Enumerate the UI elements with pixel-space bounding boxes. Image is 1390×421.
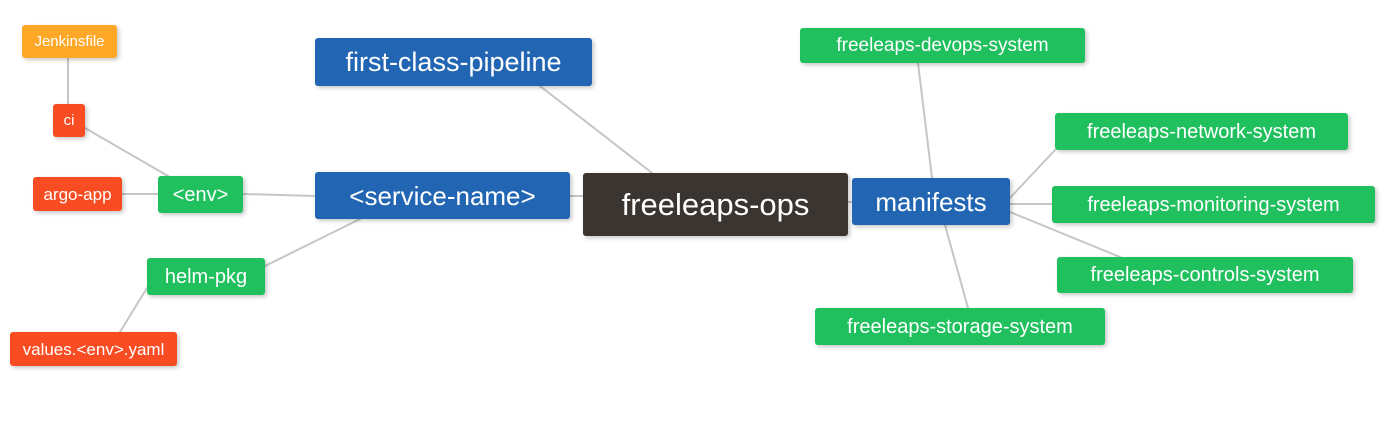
node-label: freeleaps-controls-system	[1090, 264, 1320, 286]
edge-root-to-pipeline	[539, 85, 653, 174]
node-label: freeleaps-ops	[621, 187, 810, 222]
node-label: values.<env>.yaml	[22, 339, 165, 359]
edge-helm-to-values	[119, 287, 148, 333]
node-monitoring[interactable]: freeleaps-monitoring-system	[1052, 186, 1375, 223]
node-argo[interactable]: argo-app	[33, 177, 122, 211]
edge-manifests-to-devops	[917, 62, 933, 179]
node-values[interactable]: values.<env>.yaml	[10, 332, 177, 366]
node-label: helm-pkg	[164, 265, 248, 288]
node-label: Jenkinsfile	[34, 33, 105, 50]
node-label: freeleaps-network-system	[1087, 120, 1316, 143]
node-pipeline[interactable]: first-class-pipeline	[315, 38, 592, 86]
edge-manifests-to-storage	[944, 224, 969, 309]
edge-service-to-env	[242, 193, 316, 197]
edge-service-to-helm	[264, 218, 361, 267]
edge-manifests-to-controls	[1009, 211, 1121, 258]
node-env[interactable]: <env>	[158, 176, 243, 213]
node-label: freeleaps-storage-system	[847, 315, 1073, 338]
edge-env-to-ci	[84, 127, 169, 177]
node-label: argo-app	[43, 184, 112, 204]
node-label: <service-name>	[349, 180, 536, 211]
node-jenkinsfile[interactable]: Jenkinsfile	[22, 25, 117, 58]
node-controls[interactable]: freeleaps-controls-system	[1057, 257, 1353, 293]
node-label: <env>	[172, 183, 229, 206]
node-service[interactable]: <service-name>	[315, 172, 570, 219]
node-network[interactable]: freeleaps-network-system	[1055, 113, 1348, 150]
node-label: ci	[63, 112, 75, 129]
node-label: first-class-pipeline	[345, 46, 562, 77]
node-label: manifests	[875, 186, 987, 217]
node-manifests[interactable]: manifests	[852, 178, 1010, 225]
node-root[interactable]: freeleaps-ops	[583, 173, 848, 236]
node-storage[interactable]: freeleaps-storage-system	[815, 308, 1105, 345]
node-devops[interactable]: freeleaps-devops-system	[800, 28, 1085, 63]
edge-manifests-to-network	[1009, 149, 1056, 199]
node-helm[interactable]: helm-pkg	[147, 258, 265, 295]
node-label: freeleaps-devops-system	[836, 35, 1049, 56]
node-label: freeleaps-monitoring-system	[1087, 193, 1340, 216]
node-ci[interactable]: ci	[53, 104, 85, 137]
